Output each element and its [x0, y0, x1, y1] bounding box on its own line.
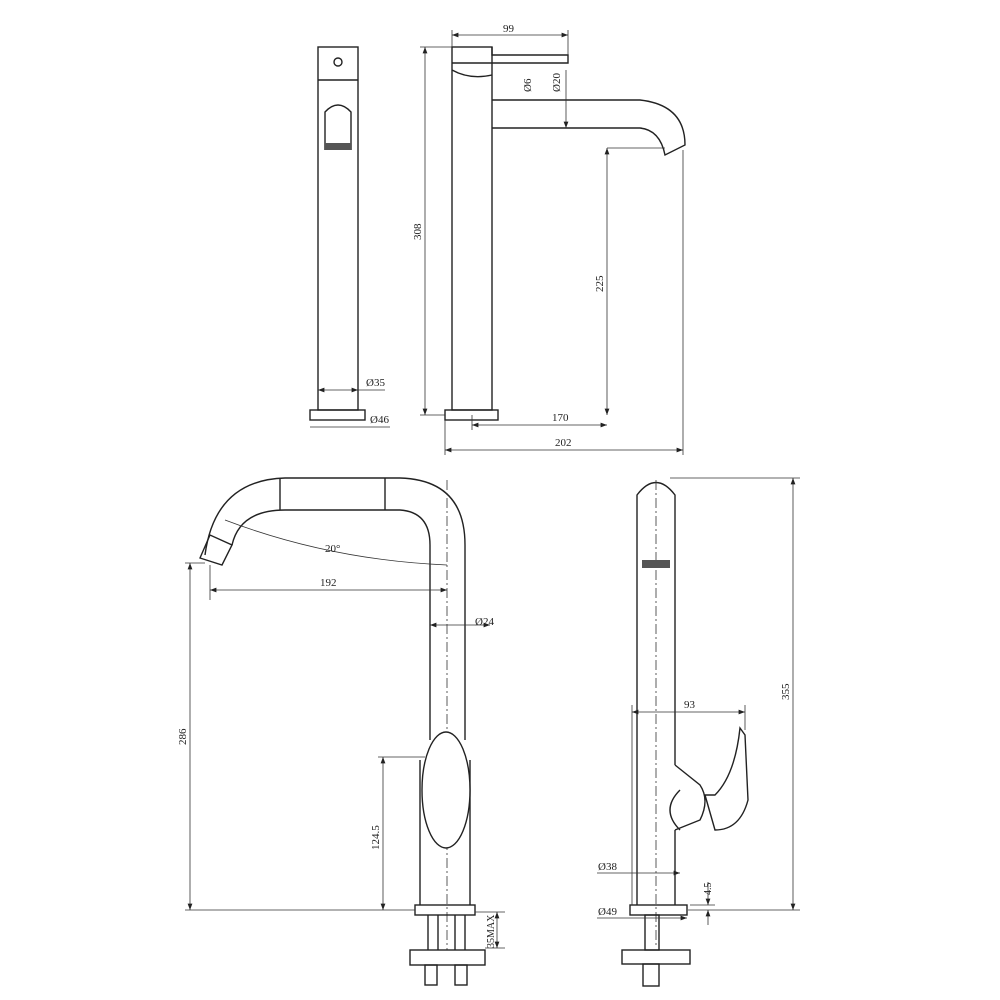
dim-35max: 35MAX — [486, 914, 497, 948]
side-view-tall: 99 Ø6 Ø20 308 225 170 202 — [412, 23, 686, 455]
dim-355: 355 — [780, 683, 792, 700]
front-view-swivel: 93 355 Ø38 Ø49 4.5 — [597, 477, 800, 987]
dim-93: 93 — [684, 699, 696, 711]
dim-d20: Ø20 — [551, 73, 563, 92]
dim-d6: Ø6 — [522, 78, 534, 92]
dim-d24: Ø24 — [475, 616, 494, 628]
dim-d49: Ø49 — [598, 906, 617, 918]
dim-286: 286 — [177, 728, 189, 745]
dim-angle: 20° — [325, 543, 340, 555]
front-view-tall: Ø35 Ø46 — [309, 46, 390, 428]
dim-192: 192 — [320, 577, 337, 589]
dim-d46: Ø46 — [370, 414, 389, 426]
dim-d35: Ø35 — [366, 377, 385, 389]
dim-4-5: 4.5 — [703, 883, 714, 896]
dim-99: 99 — [503, 23, 515, 35]
dim-225: 225 — [594, 275, 606, 292]
side-view-swivel: 20° 192 Ø24 286 124.5 35MAX — [177, 477, 505, 986]
dim-124-5: 124.5 — [370, 825, 382, 850]
dim-d38: Ø38 — [598, 861, 617, 873]
dim-202: 202 — [555, 437, 572, 449]
dim-308: 308 — [412, 223, 424, 240]
dim-170: 170 — [552, 412, 569, 424]
